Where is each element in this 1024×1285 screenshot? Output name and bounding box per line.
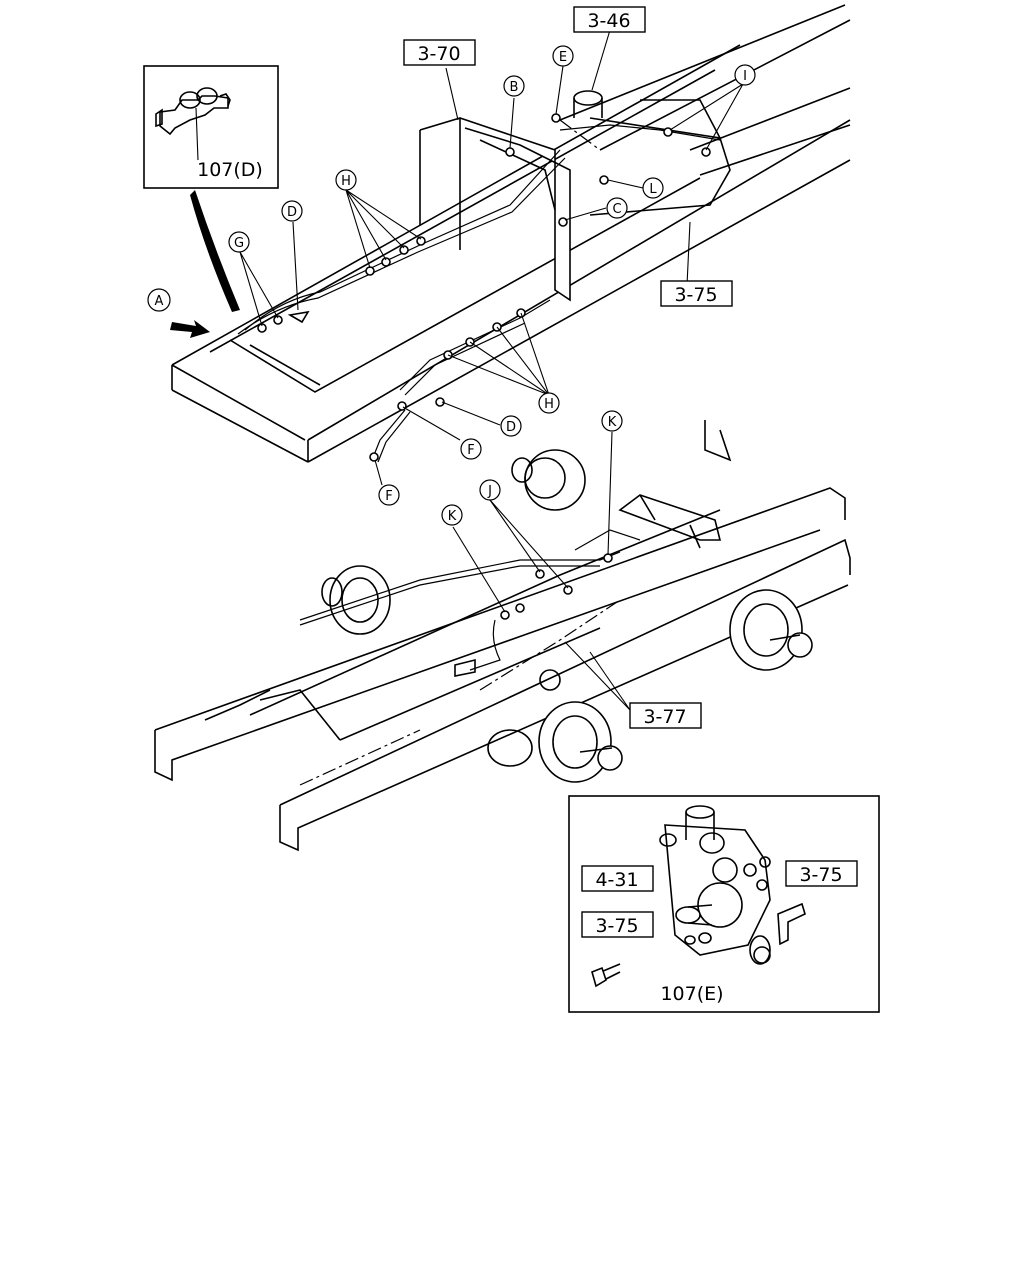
svg-text:D: D — [287, 205, 297, 220]
svg-text:K: K — [448, 509, 457, 524]
ref-3-75-main: 3-75 — [660, 280, 733, 307]
callout-l: L — [642, 177, 664, 199]
bolt-icon — [591, 963, 621, 988]
callout-f-right: F — [460, 438, 482, 460]
wheel-front-right — [511, 449, 586, 511]
ref-4-31-text: 4-31 — [595, 869, 638, 891]
callout-a: A — [147, 288, 171, 312]
ref-3-46-text: 3-46 — [587, 10, 630, 32]
ref-3-75-left-text: 3-75 — [595, 915, 638, 937]
callout-b: B — [503, 75, 525, 97]
wheel-rear-right — [729, 589, 813, 671]
svg-text:C: C — [612, 202, 621, 217]
svg-text:G: G — [234, 236, 244, 251]
ref-3-75-left: 3-75 — [581, 911, 654, 938]
ref-4-31: 4-31 — [581, 865, 654, 892]
lower-clips — [500, 553, 613, 620]
wheel-rear-left — [538, 701, 623, 783]
callout-j: J — [479, 479, 501, 501]
ref-3-70: 3-70 — [403, 39, 476, 66]
ref-3-77-text: 3-77 — [643, 706, 686, 728]
callout-i: I — [734, 64, 756, 86]
ref-3-75-right: 3-75 — [785, 860, 858, 887]
callout-d-upper: D — [281, 200, 303, 222]
callout-h-lower: H — [538, 392, 560, 414]
wheel-front-left — [321, 565, 391, 635]
svg-text:J: J — [487, 484, 492, 499]
callout-e: E — [552, 45, 574, 67]
callouts: A B E I L C H D G H D F F K J K — [147, 45, 756, 526]
part-107e-label: 107(E) — [660, 983, 723, 1005]
svg-text:B: B — [510, 80, 519, 95]
injection-pump-icon — [659, 805, 771, 956]
ref-3-75-main-text: 3-75 — [674, 284, 717, 306]
svg-text:F: F — [467, 443, 474, 458]
inset-pump — [568, 795, 880, 1013]
leader-lines — [170, 29, 791, 993]
callout-c: C — [606, 197, 628, 219]
svg-text:E: E — [559, 50, 567, 65]
upper-pipe-run — [237, 124, 721, 463]
inset-107d — [143, 65, 279, 189]
lower-frame — [154, 420, 851, 852]
svg-text:L: L — [649, 182, 657, 197]
callout-h-upper: H — [335, 169, 357, 191]
svg-text:H: H — [544, 397, 554, 412]
clamp-107e-icon — [749, 935, 771, 965]
part-107d-label: 107(D) — [197, 159, 263, 181]
callout-d-lower: D — [500, 415, 522, 437]
clamp-107d-icon — [155, 87, 231, 136]
ref-3-70-text: 3-70 — [417, 43, 460, 65]
callout-g: G — [228, 231, 250, 253]
svg-text:I: I — [743, 69, 747, 84]
ref-3-77: 3-77 — [629, 702, 702, 729]
ref-3-75-right-text: 3-75 — [799, 864, 842, 886]
callout-f-left: F — [378, 484, 400, 506]
svg-text:F: F — [385, 489, 392, 504]
callout-k-left: K — [441, 504, 463, 526]
ref-3-46: 3-46 — [573, 6, 646, 33]
ref-labels: 3-46 3-70 3-75 3-77 4-31 3-75 3-75 — [403, 6, 858, 938]
svg-text:K: K — [608, 415, 617, 430]
svg-text:H: H — [341, 174, 351, 189]
svg-text:A: A — [155, 294, 164, 309]
callout-k-right: K — [601, 410, 623, 432]
svg-text:D: D — [506, 420, 516, 435]
bracket-icon — [777, 902, 806, 946]
